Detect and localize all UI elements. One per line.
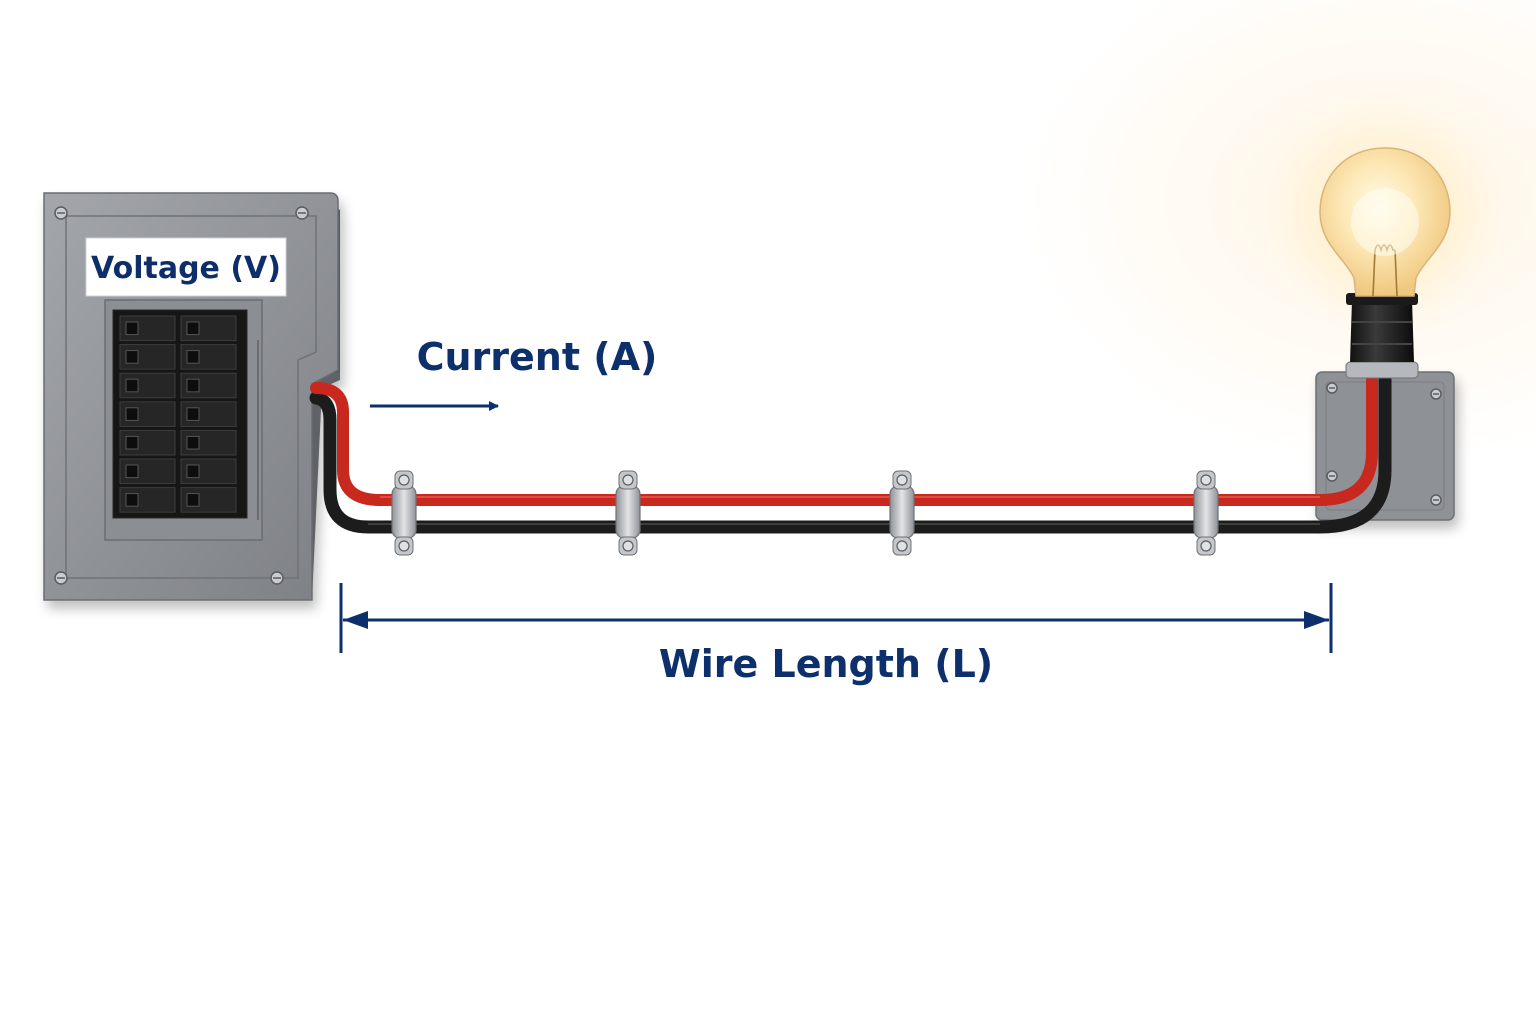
voltage-label: Voltage (V)	[91, 251, 281, 286]
screw-icon	[622, 540, 634, 552]
breaker-switch	[180, 458, 237, 485]
breaker-panel: Voltage (V)	[43, 192, 340, 601]
breaker-switch	[180, 487, 237, 513]
dimension-arrow-right	[1304, 611, 1329, 629]
breaker-switch	[180, 401, 237, 427]
breaker-switch	[119, 487, 176, 513]
panel-screws	[54, 206, 309, 585]
wire-clamp	[615, 470, 641, 556]
filament-glow	[1351, 188, 1419, 256]
wire-clamp	[1193, 470, 1219, 556]
wire-run	[309, 373, 1392, 534]
screw-icon	[398, 474, 410, 486]
neutral-wire	[309, 373, 1392, 534]
wire-length-label: Wire Length (L)	[659, 642, 993, 686]
breaker-switch	[119, 401, 176, 427]
light-bulb	[1319, 147, 1451, 379]
bulb-socket	[1350, 300, 1414, 362]
breaker-switch	[180, 344, 237, 370]
breaker-switches	[119, 315, 237, 513]
breaker-switch	[119, 429, 176, 456]
breaker-switch	[119, 458, 176, 485]
panel-side-lower	[312, 372, 340, 600]
screw-icon	[622, 474, 634, 486]
screw-icon	[1430, 494, 1442, 506]
breaker-switch	[180, 315, 237, 342]
screw-icon	[398, 540, 410, 552]
breaker-switch	[119, 315, 176, 342]
hot-wire	[310, 374, 1378, 506]
breaker-switch	[119, 372, 176, 399]
screw-icon	[1430, 388, 1442, 400]
screw-icon	[1200, 540, 1212, 552]
wire-clamp	[391, 470, 417, 556]
wire-clamp	[889, 470, 915, 556]
wire-length-dimension: Wire Length (L)	[339, 583, 1333, 686]
screw-icon	[54, 571, 68, 585]
voltage-label-plate	[85, 237, 287, 297]
dimension-arrow-left	[343, 611, 368, 629]
screw-icon	[54, 206, 68, 220]
screw-icon	[1200, 474, 1212, 486]
screw-icon	[896, 474, 908, 486]
current-label: Current (A)	[417, 335, 658, 379]
breaker-switch	[180, 372, 237, 399]
screw-icon	[1326, 382, 1338, 394]
screw-icon	[896, 540, 908, 552]
breaker-switch	[119, 344, 176, 370]
breaker-switch	[180, 429, 237, 456]
screw-icon	[270, 571, 284, 585]
socket-collar	[1345, 361, 1419, 379]
screw-icon	[1326, 470, 1338, 482]
screw-icon	[295, 206, 309, 220]
wire-clamps	[391, 470, 1219, 556]
